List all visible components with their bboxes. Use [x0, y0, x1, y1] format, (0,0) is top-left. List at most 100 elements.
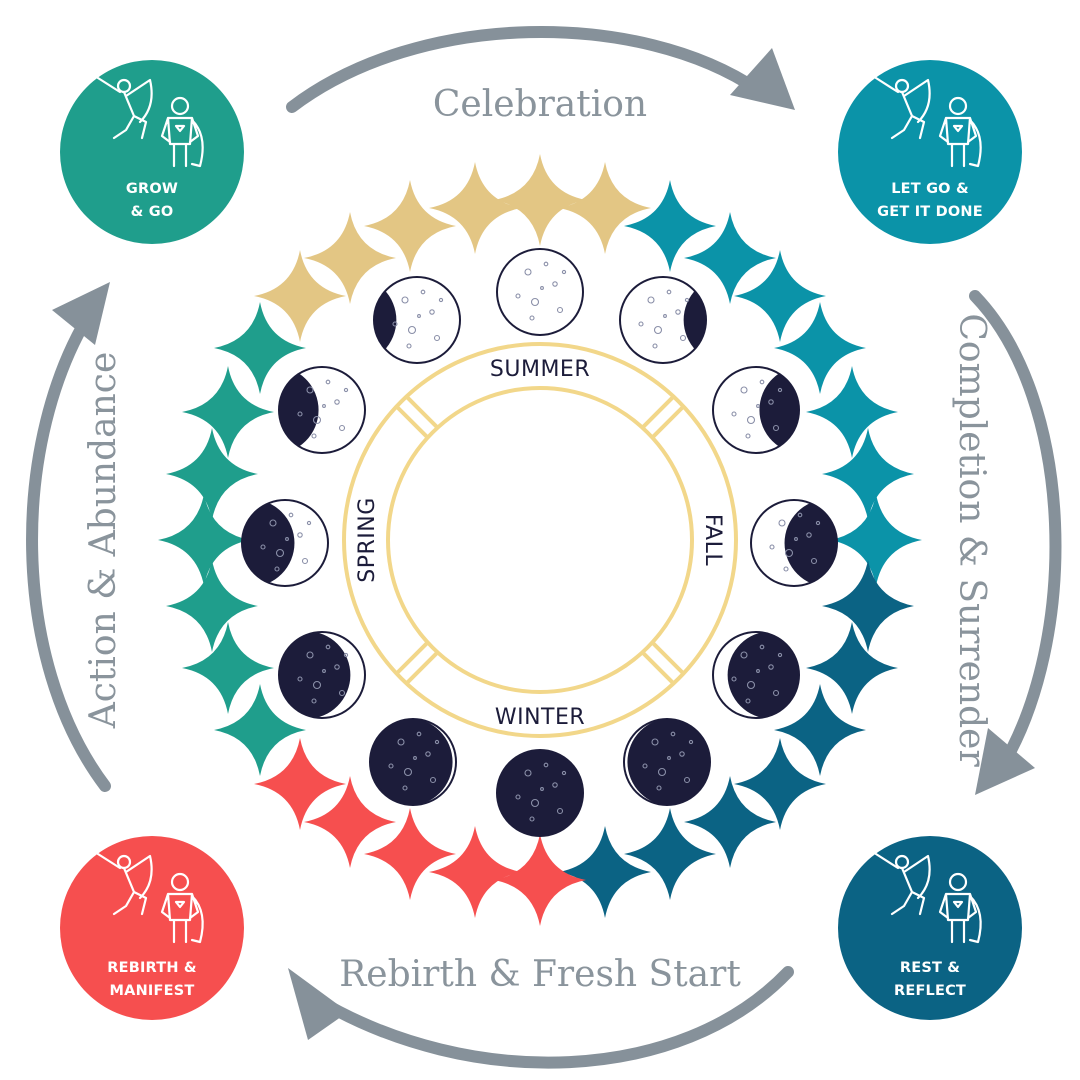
ring-divider	[651, 641, 685, 676]
moon-phase-icon	[369, 718, 457, 806]
arc-label-bottom: Rebirth & Fresh Start	[339, 954, 741, 995]
flying-hero-icon	[96, 76, 153, 140]
standing-hero-icon	[938, 872, 982, 944]
sparkle-star-icon	[559, 162, 651, 254]
sparkle-star-icon	[684, 212, 776, 304]
badge-line2: GET IT DONE	[877, 204, 983, 220]
standing-hero-icon	[938, 96, 982, 168]
sparkle-star-icon	[822, 428, 914, 520]
sparkle-star-icon	[182, 622, 274, 714]
badge-circle	[838, 836, 1022, 1020]
sparkle-star-icon	[429, 162, 521, 254]
badge-line1: LET GO &	[891, 181, 969, 197]
badge-line2: REFLECT	[894, 983, 966, 999]
top-arrowhead-icon	[730, 48, 795, 110]
badge-circle	[60, 60, 244, 244]
sparkle-star-icon	[494, 834, 586, 926]
star-ring	[158, 154, 922, 926]
bottom-arrowhead-icon	[288, 968, 348, 1040]
sparkle-star-icon	[734, 738, 826, 830]
cycle-arrows	[26, 25, 1062, 1069]
sparkle-star-icon	[364, 808, 456, 900]
flying-hero-icon	[874, 76, 931, 140]
sparkle-star-icon	[304, 776, 396, 868]
sparkle-star-icon	[304, 212, 396, 304]
sparkle-star-icon	[624, 180, 716, 272]
sparkle-star-icon	[494, 154, 586, 246]
badge-rebirth-manifest: REBIRTH & MANIFEST	[60, 836, 244, 1020]
season-fall: FALL	[700, 514, 725, 566]
moon-phase-icon	[619, 276, 707, 364]
sparkle-star-icon	[182, 366, 274, 458]
sparkle-star-icon	[214, 684, 306, 776]
sparkle-star-icon	[830, 494, 922, 586]
sparkle-star-icon	[774, 684, 866, 776]
sparkle-star-icon	[774, 302, 866, 394]
badge-line1: REBIRTH &	[107, 960, 197, 976]
moon-ring	[241, 248, 838, 837]
sparkle-star-icon	[214, 302, 306, 394]
flying-hero-icon	[874, 852, 931, 916]
season-spring: SPRING	[355, 497, 380, 583]
moon-phase-icon	[623, 718, 711, 806]
ring-divider	[651, 404, 685, 439]
ring-divider	[404, 651, 439, 685]
ring-divider	[641, 651, 676, 685]
badge-rest-reflect: REST & REFLECT	[838, 836, 1022, 1020]
badge-let-go: LET GO & GET IT DONE	[838, 60, 1022, 244]
ring-divider	[641, 395, 676, 429]
ring-divider	[395, 404, 429, 439]
bottom-arrow-icon	[312, 966, 794, 1069]
left-arrow-icon	[26, 304, 111, 792]
season-summer: SUMMER	[490, 357, 590, 382]
arc-label-right: Completion & Surrender	[951, 313, 992, 767]
moon-phase-icon	[712, 631, 800, 719]
sparkle-star-icon	[806, 622, 898, 714]
moon-phase-icon	[241, 499, 329, 587]
season-ring	[342, 342, 738, 738]
sparkle-star-icon	[734, 250, 826, 342]
ring-divider	[404, 395, 439, 429]
sparkle-star-icon	[254, 250, 346, 342]
moon-phase-icon	[373, 276, 461, 364]
arc-label-left: Action & Abundance	[83, 352, 124, 730]
sparkle-star-icon	[822, 560, 914, 652]
arrowheads	[52, 48, 1035, 1040]
moon-phase-icon	[278, 631, 366, 719]
top-arrow-icon	[286, 25, 764, 113]
sparkle-star-icon	[429, 826, 521, 918]
badge-line1: REST &	[900, 960, 960, 976]
sparkle-star-icon	[364, 180, 456, 272]
moon-phase-icon	[496, 248, 584, 336]
badge-line1: GROW	[126, 181, 178, 197]
sparkle-star-icon	[158, 494, 250, 586]
flying-hero-icon	[96, 852, 153, 916]
sparkle-star-icon	[684, 776, 776, 868]
season-ring-inner	[386, 386, 694, 694]
moon-phase-icon	[496, 749, 584, 837]
left-arrowhead-icon	[52, 282, 110, 345]
sparkle-star-icon	[166, 428, 258, 520]
ring-divider	[395, 641, 429, 676]
right-arrowhead-icon	[975, 728, 1035, 795]
standing-hero-icon	[160, 872, 204, 944]
moon-phase-icon	[750, 499, 838, 587]
season-ring-outer	[342, 342, 738, 738]
season-winter: WINTER	[495, 705, 585, 730]
badge-circle	[838, 60, 1022, 244]
standing-hero-icon	[160, 96, 204, 168]
sparkle-star-icon	[559, 826, 651, 918]
moon-phase-icon	[712, 366, 800, 454]
sparkle-star-icon	[166, 560, 258, 652]
badge-line2: & GO	[131, 204, 174, 220]
right-arrow-icon	[969, 290, 1062, 776]
sparkle-star-icon	[806, 366, 898, 458]
moon-phase-icon	[278, 366, 366, 454]
sparkle-star-icon	[624, 808, 716, 900]
sparkle-star-icon	[254, 738, 346, 830]
badge-line2: MANIFEST	[110, 983, 195, 999]
season-dividers	[395, 395, 685, 685]
arc-label-top: Celebration	[433, 84, 647, 125]
badge-circle	[60, 836, 244, 1020]
